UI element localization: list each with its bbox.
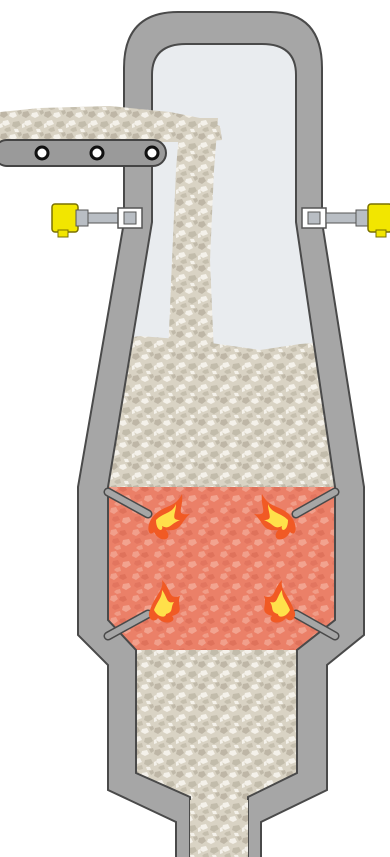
conveyor-roller	[36, 147, 48, 159]
conveyor-belt	[0, 140, 166, 166]
conveyor-roller	[146, 147, 158, 159]
conveyor-roller	[91, 147, 103, 159]
discharge-outlet	[190, 800, 248, 857]
